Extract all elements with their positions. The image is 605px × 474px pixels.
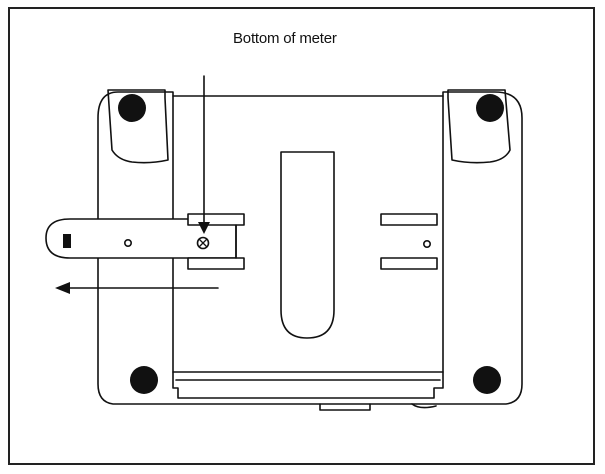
left-battery-latch — [187, 213, 245, 270]
tilt-stand-slot — [280, 151, 335, 339]
rubber-foot-top-right — [476, 94, 504, 122]
left-arrow-icon — [55, 282, 219, 294]
meter-body — [97, 91, 523, 411]
screw-icon — [196, 236, 210, 250]
down-arrow-icon — [198, 75, 210, 234]
rubber-foot-top-left — [118, 94, 146, 122]
top-left-foot — [107, 89, 169, 164]
battery-door-tab — [63, 234, 71, 248]
rubber-foot-bottom-right — [473, 366, 501, 394]
rubber-foot-bottom-left — [130, 366, 158, 394]
battery-door — [45, 218, 237, 259]
diagram-caption: Bottom of meter — [233, 30, 337, 47]
right-battery-latch — [380, 213, 438, 270]
top-right-foot — [447, 89, 511, 164]
